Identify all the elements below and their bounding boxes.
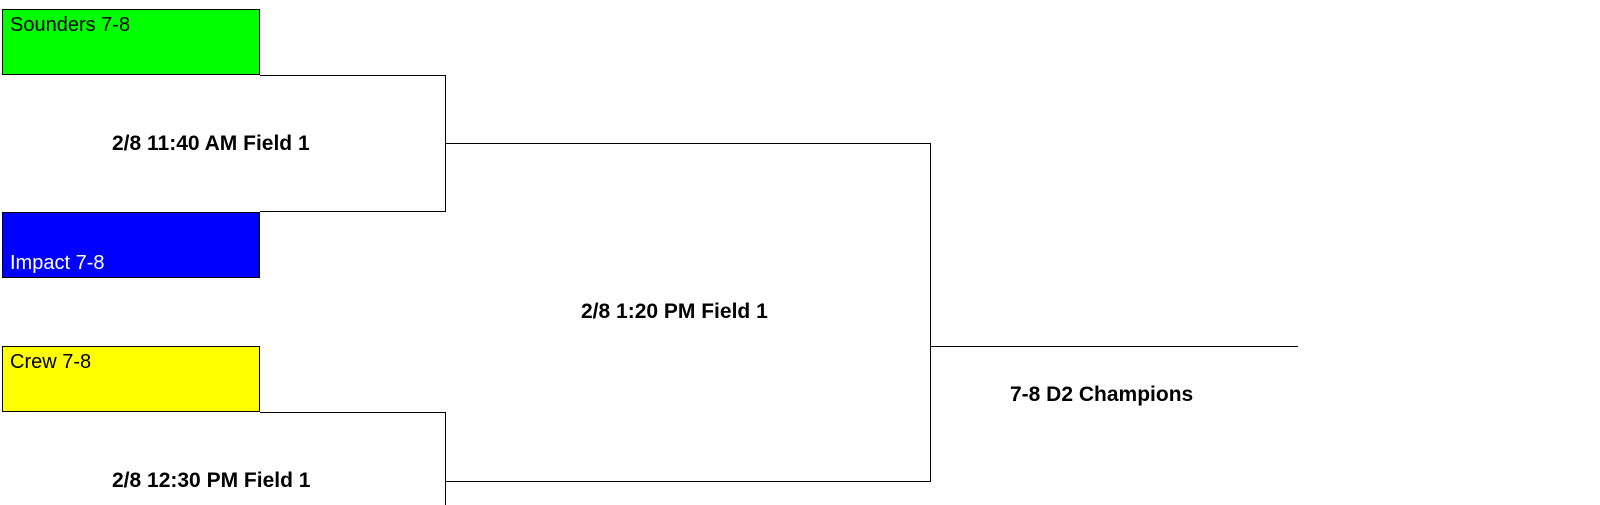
match-label-round1-bottom: 2/8 12:30 PM Field 1	[112, 469, 311, 492]
bracket-line	[445, 143, 931, 144]
team-name: Sounders 7-8	[10, 14, 131, 36]
bracket-line	[930, 346, 1298, 347]
team-box-impact: Impact 7-8	[2, 212, 260, 278]
bracket-line	[260, 412, 446, 413]
team-name: Crew 7-8	[10, 351, 92, 373]
bracket-line	[445, 412, 446, 505]
bracket-line	[260, 75, 446, 76]
bracket-line	[445, 481, 931, 482]
bracket-line	[930, 143, 931, 482]
team-box-sounders: Sounders 7-8	[2, 9, 260, 75]
team-name: Impact 7-8	[10, 252, 105, 274]
match-label-semifinal: 2/8 1:20 PM Field 1	[581, 300, 768, 323]
bracket-line	[260, 211, 446, 212]
match-label-round1-top: 2/8 11:40 AM Field 1	[112, 132, 310, 155]
team-box-crew: Crew 7-8	[2, 346, 260, 412]
match-label-champion: 7-8 D2 Champions	[1010, 383, 1194, 406]
